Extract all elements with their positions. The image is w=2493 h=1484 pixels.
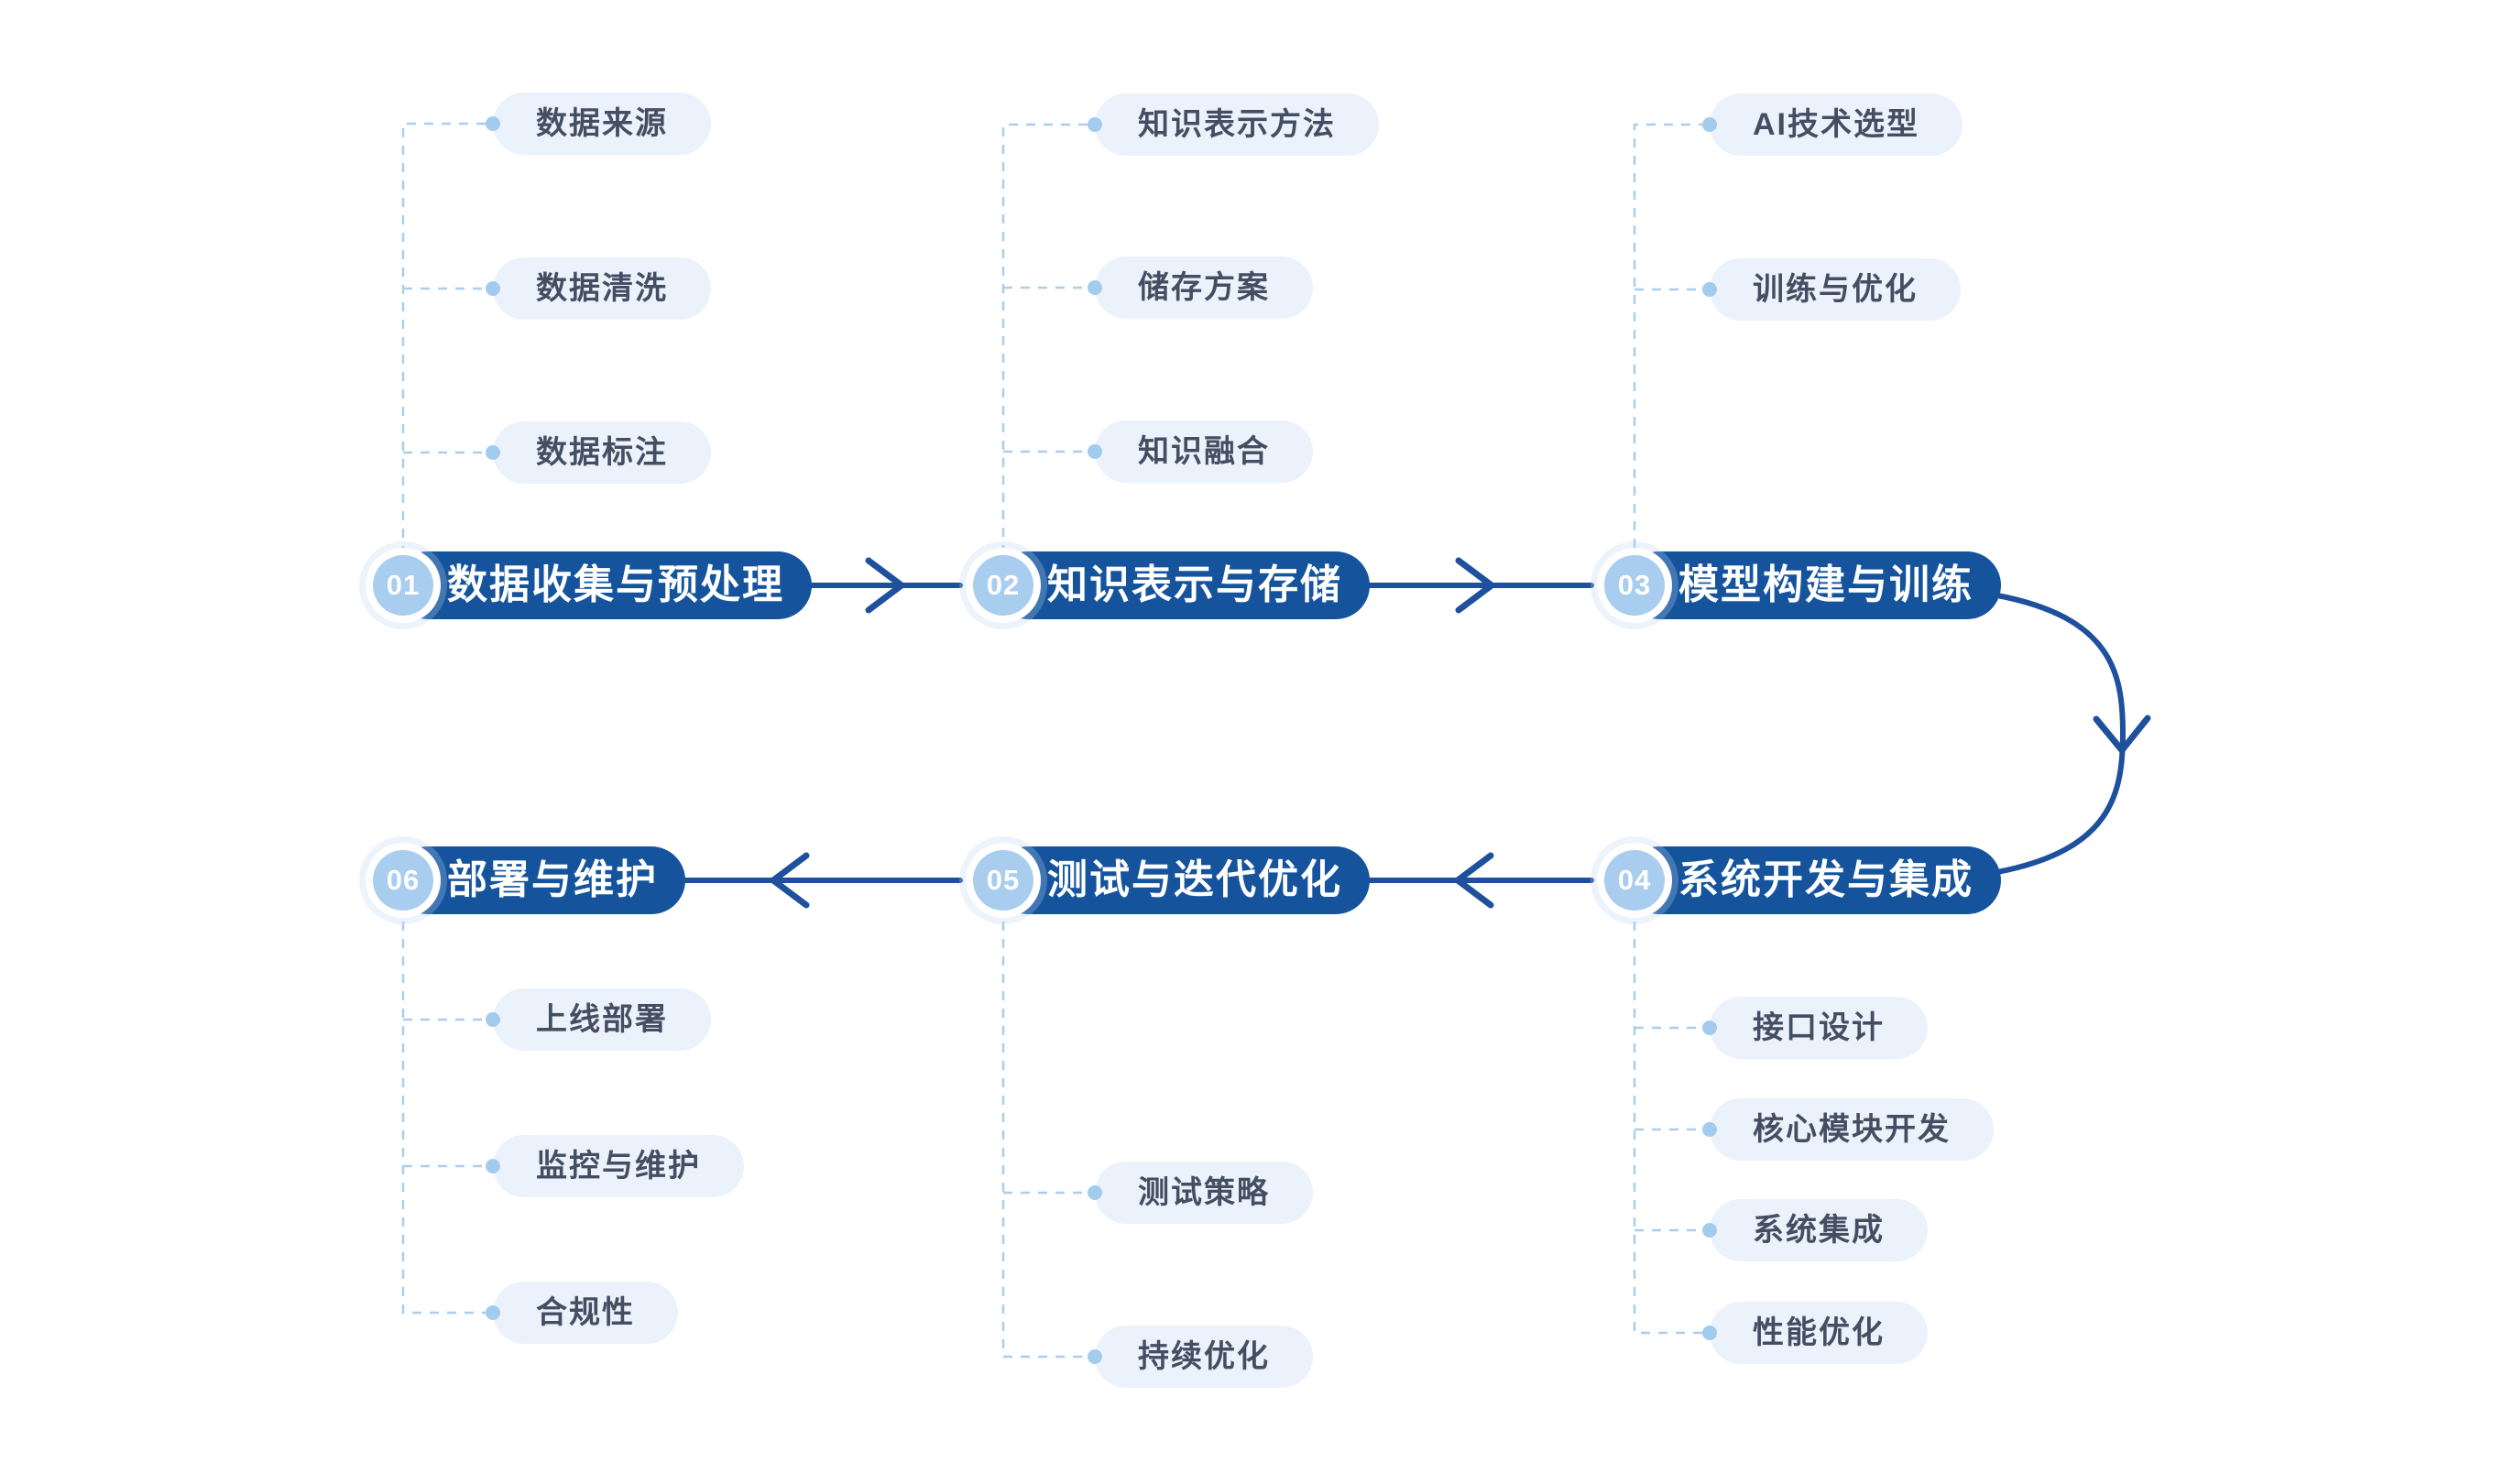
stage-title-pill: 模型构建与训练 [1625, 551, 2001, 619]
stage-number-badge: 01 [373, 555, 433, 616]
sub-item: 持续优化 [1088, 1326, 1313, 1388]
stage-number-badge: 02 [973, 555, 1033, 616]
sub-item: 储存方案 [1088, 256, 1313, 319]
sub-item-connectors [401, 122, 1708, 1359]
sub-item: 数据来源 [486, 93, 711, 155]
sub-item: 知识融合 [1088, 420, 1313, 483]
stage-number-badge: 06 [373, 850, 433, 911]
sub-item: 数据清洗 [486, 257, 711, 320]
stage-number-badge: 03 [1604, 555, 1665, 616]
sub-item: 监控与维护 [486, 1135, 744, 1197]
sub-item: 核心模块开发 [1702, 1098, 1994, 1161]
sub-item: 训练与优化 [1702, 258, 1961, 321]
sub-item: 系统集成 [1702, 1199, 1928, 1261]
stage-title-pill: 测试与迭代优化 [994, 846, 1370, 914]
sub-item: 知识表示方法 [1088, 93, 1379, 156]
sub-item: 接口设计 [1702, 997, 1928, 1059]
sub-item: 测试策略 [1088, 1162, 1313, 1224]
sub-item: 性能优化 [1702, 1302, 1928, 1364]
sub-item: 合规性 [486, 1282, 678, 1344]
sub-item: 上线部署 [486, 988, 711, 1051]
stage-number-badge: 04 [1604, 850, 1665, 911]
stage-title-pill: 系统开发与集成 [1625, 846, 2001, 914]
stage-title-pill: 知识表示与存储 [994, 551, 1370, 619]
sub-item: AI技术选型 [1702, 93, 1963, 156]
stage-title-pill: 部署与维护 [394, 846, 685, 914]
stage-title-pill: 数据收集与预处理 [394, 551, 812, 619]
stage-number-badge: 05 [973, 850, 1033, 911]
flow-arrows [679, 583, 2127, 883]
flow-arrowheads [770, 557, 2151, 909]
sub-item: 数据标注 [486, 421, 711, 484]
